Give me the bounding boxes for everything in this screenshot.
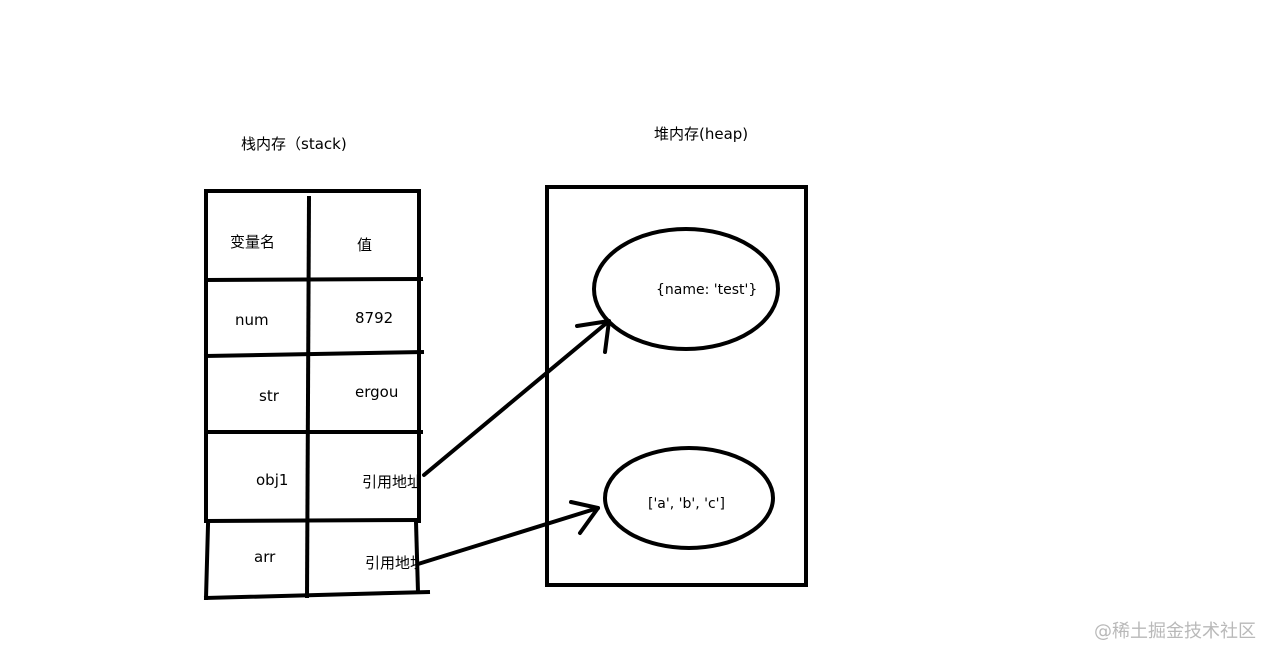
row-obj1-value: 引用地址: [362, 473, 420, 491]
row-obj1-name: obj1: [256, 471, 289, 489]
arrow-arr-to-array: [416, 500, 600, 566]
arrow-obj1-to-object: [422, 319, 611, 477]
row-num-value: 8792: [355, 309, 394, 327]
heap-object-ellipse-arr: [603, 446, 775, 550]
stack-table: [203, 189, 431, 601]
stack-title: 栈内存（stack): [241, 135, 347, 153]
heap-object-ellipse-obj: [592, 227, 780, 351]
row-str-value: ergou: [355, 383, 399, 401]
row-arr-name: arr: [254, 548, 276, 566]
row-arr-value: 引用地址: [365, 554, 417, 572]
row-num-name: num: [235, 311, 269, 329]
header-value-label: 值: [357, 236, 373, 254]
header-name-label: 变量名: [230, 233, 276, 251]
heap-box: [545, 185, 808, 587]
row-str-name: str: [259, 387, 279, 405]
heap-array-label: ['a', 'b', 'c']: [648, 496, 725, 512]
heap-title: 堆内存(heap): [654, 125, 749, 143]
watermark: @稀土掘金技术社区: [1094, 621, 1256, 642]
heap-object-label: {name: 'test'}: [656, 282, 758, 298]
